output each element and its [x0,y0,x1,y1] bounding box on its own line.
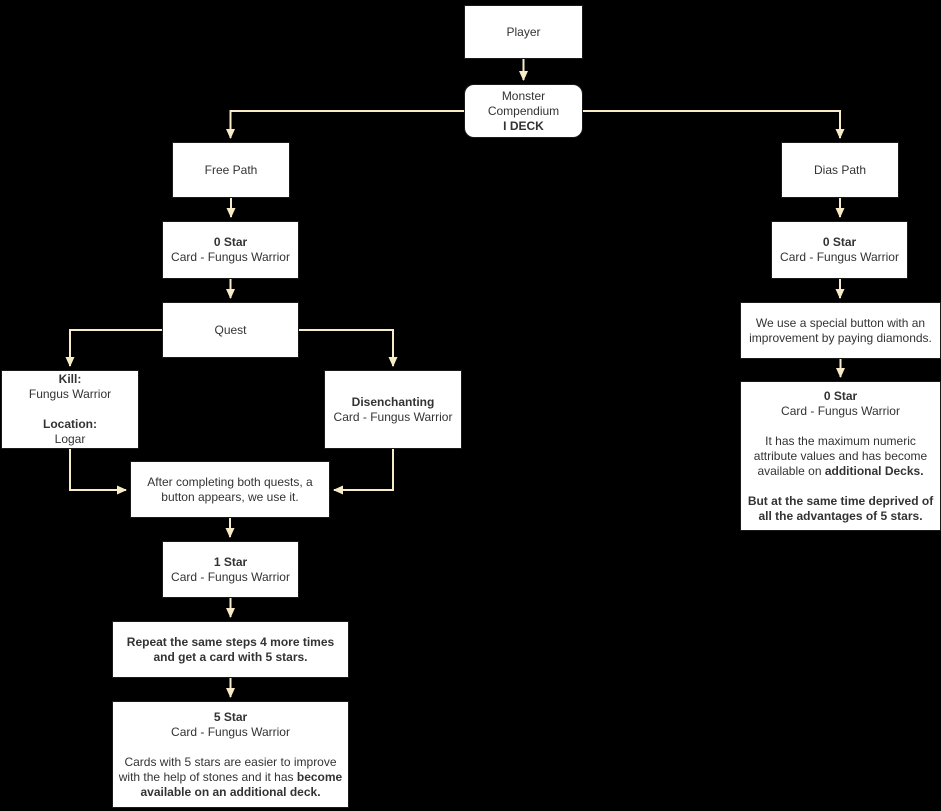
node-kill-target: Fungus Warrior [28,387,112,401]
node-5-star-card: 5 Star Card - Fungus Warrior Cards with … [112,701,349,808]
node-1-star-card: 1 Star Card - Fungus Warrior [162,541,299,598]
node-kill-label: Kill: [58,372,82,386]
node-quest-label: Quest [214,322,247,337]
node-after-quests: After completing both quests, a button a… [130,461,330,518]
node-monster-compendium: Monster Compendium I DECK [464,84,583,138]
node-5-star-description-bold: become available on an additional deck. [140,769,343,799]
node-0-star-card-final: 0 Star Card - Fungus Warrior It has the … [740,381,941,531]
node-diamond-button-text: We use a special button with an improvem… [749,315,932,345]
node-kill-location-value: Logar [54,432,86,446]
connector-quest-kill [65,329,162,367]
node-0-star-final-title: 0 Star [823,388,858,403]
node-0-star-left-text: Card - Fungus Warrior [171,250,290,264]
node-5-star-description: Cards with 5 stars are easier to improve… [118,755,343,800]
node-0-star-left-title: 0 Star [213,235,248,249]
node-repeat-steps-text: Repeat the same steps 4 more times and g… [126,634,335,664]
connector-compendium-free-path [226,110,464,139]
connector-kill-after [69,449,127,495]
node-after-quests-text: After completing both quests, a button a… [147,474,313,504]
node-dias-path-label: Dias Path [813,162,867,177]
node-player: Player [464,5,583,59]
node-disenchanting-text: Card - Fungus Warrior [333,409,453,424]
node-0-star-final-description: It has the maximum numeric attribute val… [746,434,935,479]
node-1-star-text: Card - Fungus Warrior [171,569,290,584]
node-disenchanting-title: Disenchanting [351,394,435,409]
connector-disenchanting-after [333,449,394,495]
node-0-star-final-warning: But at the same time deprived of all the… [747,493,934,523]
node-5-star-title: 5 Star [213,709,248,724]
node-5-star-description-regular: Cards with 5 stars are easier to improve… [118,754,337,784]
node-player-label: Player [506,24,541,39]
node-kill-location-label: Location: [43,417,97,431]
node-compendium-deck: I DECK [503,118,544,133]
node-0-star-card-right: 0 Star Card - Fungus Warrior [771,221,908,279]
node-0-star-right-text: Card - Fungus Warrior [780,250,899,264]
node-dias-path: Dias Path [781,142,899,198]
node-quest: Quest [162,302,299,358]
connector-quest-disenchanting [299,329,398,367]
connector-compendium-dias-path [583,110,845,139]
node-5-star-text: Card - Fungus Warrior [171,724,290,739]
node-disenchanting-quest: Disenchanting Card - Fungus Warrior [324,370,462,449]
node-1-star-title: 1 Star [213,554,248,569]
node-repeat-steps: Repeat the same steps 4 more times and g… [112,621,349,678]
node-compendium-title: Monster Compendium [487,88,560,118]
node-kill-quest: Kill: Fungus Warrior Location: Logar [1,370,139,449]
node-0-star-final-description-bold: additional Decks. [824,463,924,478]
node-0-star-final-text: Card - Fungus Warrior [781,403,900,418]
node-free-path-label: Free Path [204,162,258,177]
node-0-star-final-description-regular: It has the maximum numeric attribute val… [753,433,928,478]
node-0-star-card-left: 0 Star Card - Fungus Warrior [162,221,299,279]
node-0-star-right-title: 0 Star [822,235,857,249]
node-diamond-button: We use a special button with an improvem… [740,302,941,359]
node-free-path: Free Path [172,142,290,198]
